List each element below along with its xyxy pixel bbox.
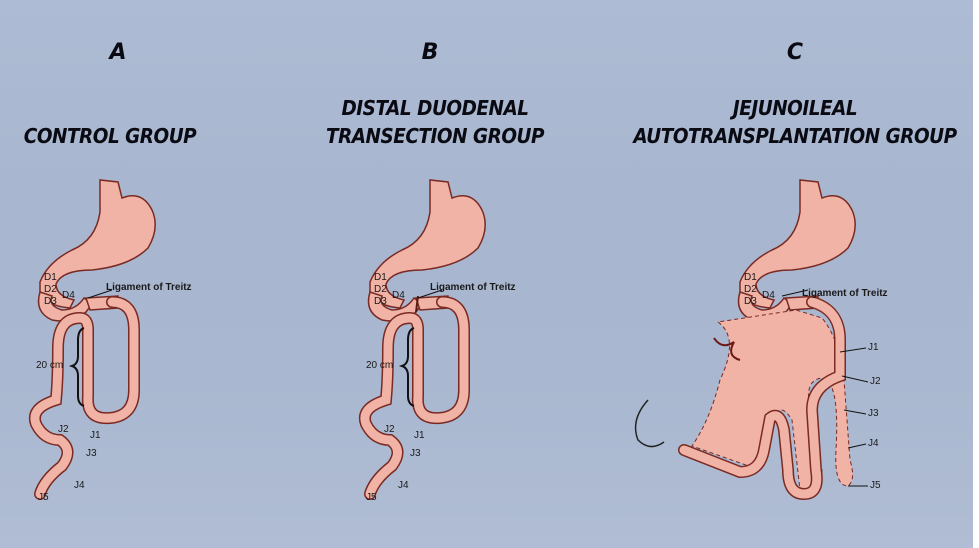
panel-b-j3-label: J3 <box>410 448 421 459</box>
panel-a-d2-label: D2 <box>44 284 57 295</box>
panel-a-d1-label: D1 <box>44 272 57 283</box>
panel-b-j2-label: J2 <box>384 424 395 435</box>
panel-c-hook <box>636 400 664 447</box>
panel-a-diagram: Ligament of Treitz 20 cm D1 D2 D3 D4 J1 … <box>35 180 192 503</box>
panel-b-ligament-label: Ligament of Treitz <box>430 282 516 293</box>
panel-a-ligament-label: Ligament of Treitz <box>106 282 192 293</box>
panel-c-j2-label: J2 <box>870 376 881 387</box>
panel-c-ligament-label: Ligament of Treitz <box>802 288 888 299</box>
panel-a-d3-label: D3 <box>44 296 57 307</box>
panel-a-distance-label: 20 cm <box>36 360 63 371</box>
panel-c-d1-label: D1 <box>744 272 757 283</box>
panel-a-j1-label: J1 <box>90 430 101 441</box>
panel-b-d4-label: D4 <box>392 290 405 301</box>
panel-b-j5-label: J5 <box>366 492 377 503</box>
panel-a-j2-label: J2 <box>58 424 69 435</box>
panel-c-d3-label: D3 <box>744 296 757 307</box>
panel-c-diagram: Ligament of Treitz D1 D2 D3 D4 J1 J2 J3 … <box>636 180 888 494</box>
panel-a-j5-label: J5 <box>38 492 49 503</box>
panel-c-j1-label: J1 <box>868 342 879 353</box>
panel-a-d4-label: D4 <box>62 290 75 301</box>
panel-c-d4-label: D4 <box>762 290 775 301</box>
panel-b-d1-label: D1 <box>374 272 387 283</box>
panel-c-d2-label: D2 <box>744 284 757 295</box>
panel-b-d2-label: D2 <box>374 284 387 295</box>
panel-c-j3-label: J3 <box>868 408 879 419</box>
panel-a-j3-label: J3 <box>86 448 97 459</box>
panel-b-diagram: Ligament of Treitz 20 cm D1 D2 D3 D4 J1 … <box>365 180 516 503</box>
panel-b-j1-label: J1 <box>414 430 425 441</box>
panel-b-d3-label: D3 <box>374 296 387 307</box>
panel-c-j5-label: J5 <box>870 480 881 491</box>
panel-c-j4-label: J4 <box>868 438 879 449</box>
panel-a-j4-label: J4 <box>74 480 85 491</box>
panel-b-distance-label: 20 cm <box>366 360 393 371</box>
panel-b-j4-label: J4 <box>398 480 409 491</box>
